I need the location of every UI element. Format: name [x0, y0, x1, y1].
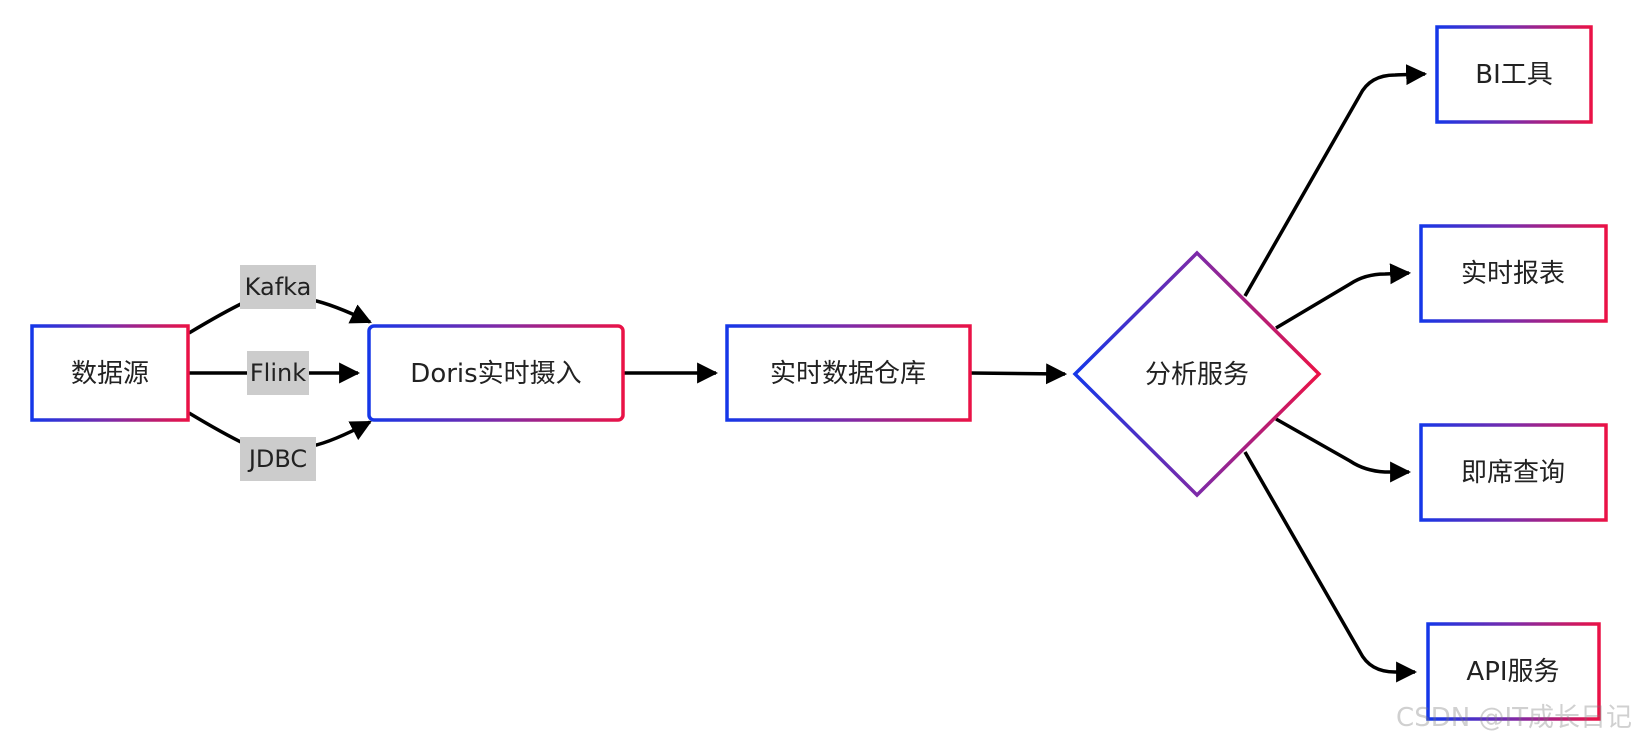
edge-label-bg [240, 265, 316, 309]
node-box [1419, 423, 1608, 522]
node-label: 即席查询 [1461, 458, 1565, 488]
node-api: API服务 [1426, 622, 1601, 721]
node-box [1426, 622, 1601, 721]
edge-analysis-bi [1243, 64, 1428, 297]
node-label: BI工具 [1475, 60, 1553, 90]
edge-label-bg [247, 351, 309, 395]
node-label: 实时数据仓库 [770, 359, 926, 389]
node-adhoc: 即席查询 [1419, 423, 1608, 522]
edge-label-text: JDBC [247, 445, 307, 473]
node-box [30, 324, 190, 422]
node-diamond [1072, 250, 1322, 498]
edge-analysis-report [1275, 263, 1412, 330]
edge-warehouse-analysis [969, 363, 1068, 385]
edge-label-flink: Flink [247, 351, 309, 395]
node-label: Doris实时摄入 [410, 359, 581, 389]
edge-label-bg [240, 437, 316, 481]
node-report: 实时报表 [1419, 224, 1608, 323]
node-label: API服务 [1466, 657, 1559, 687]
node-warehouse: 实时数据仓库 [725, 324, 972, 422]
edge-label-jdbc: JDBC [240, 437, 316, 481]
edge-label-text: Kafka [245, 273, 312, 301]
node-label: 实时报表 [1461, 259, 1565, 289]
node-label: 数据源 [71, 359, 149, 389]
node-box [725, 324, 972, 422]
node-box [1419, 224, 1608, 323]
edge-analysis-api [1243, 451, 1418, 683]
node-ingest: Doris实时摄入 [367, 324, 625, 422]
edge-label-text: Flink [250, 359, 306, 387]
edge-label-kafka: Kafka [240, 265, 316, 309]
edge-analysis-adhoc [1275, 417, 1412, 483]
watermark: CSDN @IT成长日记 [1396, 703, 1632, 733]
node-analysis: 分析服务 [1072, 250, 1322, 498]
node-box [367, 324, 625, 422]
node-box [1435, 25, 1593, 124]
node-bi: BI工具 [1435, 25, 1593, 124]
node-source: 数据源 [30, 324, 190, 422]
node-label: 分析服务 [1145, 360, 1249, 390]
